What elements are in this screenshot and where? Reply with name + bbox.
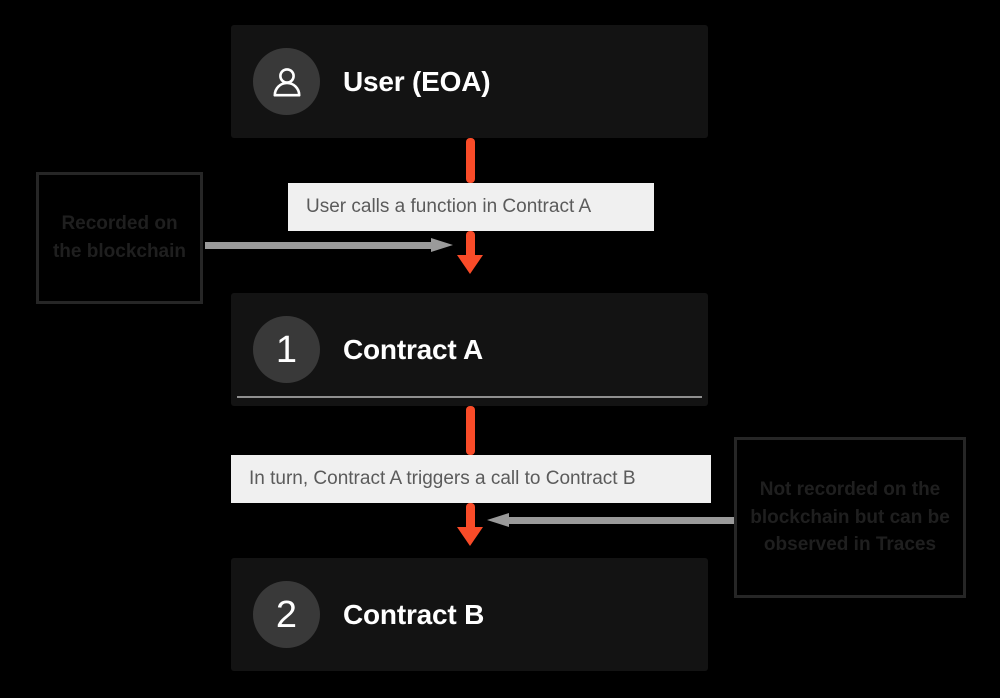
edge-label-contract-a-to-contract-b: In turn, Contract A triggers a call to C… (231, 455, 711, 503)
arrow-shaft-lower (466, 503, 475, 531)
step-number-badge: 2 (253, 581, 320, 648)
arrow-head-down-icon (457, 527, 483, 546)
pointer-arrow-left-icon (487, 513, 735, 527)
arrow-shaft-lower (466, 231, 475, 259)
annotation-recorded-on-blockchain: Recorded on the blockchain (36, 172, 203, 304)
arrow-head-down-icon (457, 255, 483, 274)
pointer-arrow-shaft (205, 242, 433, 249)
node-title: Contract A (343, 333, 484, 365)
node-title: User (EOA) (343, 65, 491, 97)
arrow-shaft-upper (466, 406, 475, 455)
node-title: Contract B (343, 598, 485, 630)
person-icon (253, 48, 320, 115)
edge-label-user-to-contract-a: User calls a function in Contract A (288, 183, 654, 231)
step-number-badge: 1 (253, 316, 320, 383)
annotation-not-recorded-on-blockchain: Not recorded on the blockchain but can b… (734, 437, 966, 598)
arrow-shaft-upper (466, 138, 475, 183)
pointer-arrow-head (487, 513, 509, 527)
pointer-arrow-right-icon (205, 238, 455, 252)
pointer-arrow-shaft (509, 517, 735, 524)
node-user[interactable]: User (EOA) (231, 25, 708, 138)
node-contract-a[interactable]: 1 Contract A (231, 293, 708, 406)
pointer-arrow-head (431, 238, 453, 252)
node-contract-b[interactable]: 2 Contract B (231, 558, 708, 671)
